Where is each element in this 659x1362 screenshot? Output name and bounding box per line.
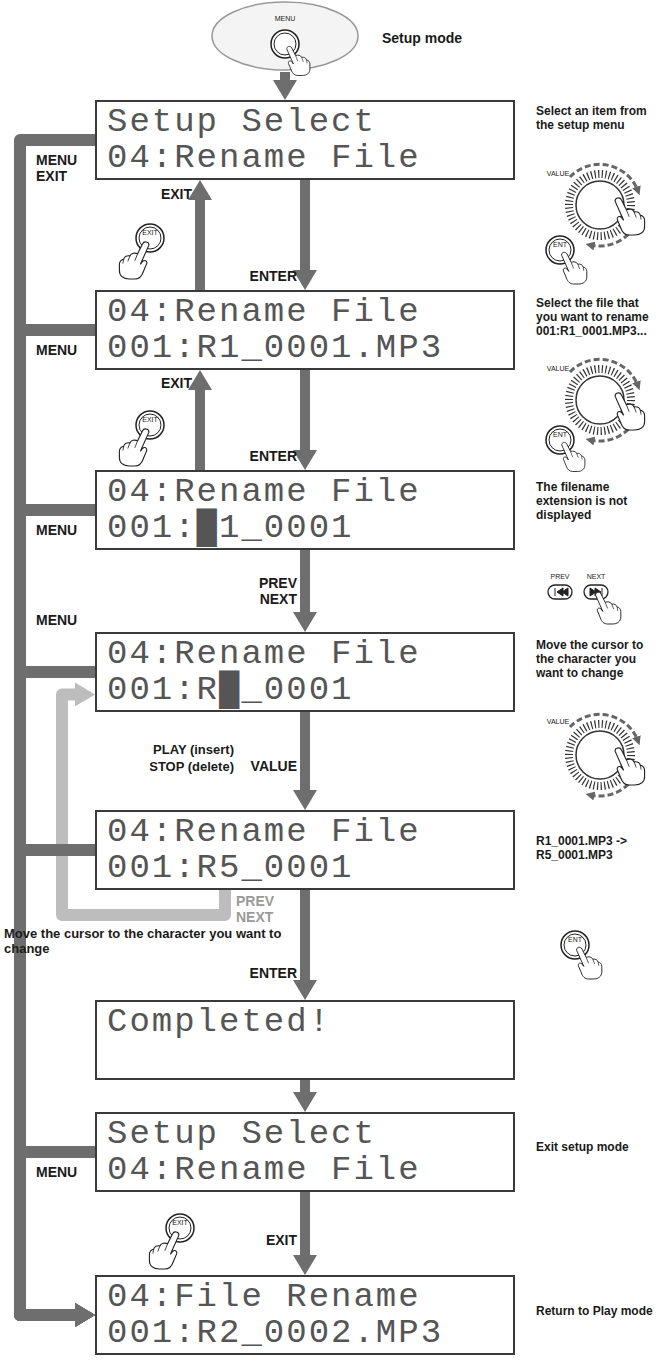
button-label: NEXT	[581, 573, 611, 581]
button-label: EXIT	[165, 1219, 195, 1227]
step-note: Move the cursor to the character you wan…	[536, 638, 658, 680]
lcd-line: 001:R5_0001	[107, 850, 503, 886]
lcd-line: 001:R█_0001	[107, 672, 503, 708]
key-note: PLAY (insert)	[108, 742, 234, 757]
lcd-screen: 04:Rename File001:R5_0001	[95, 810, 515, 890]
flow-arrow	[300, 370, 310, 450]
lcd-line: 04:Rename File	[107, 140, 503, 176]
lcd-screen: Setup Select04:Rename File	[95, 100, 515, 180]
key-note: STOP (delete)	[108, 759, 234, 774]
pointing-hand	[577, 947, 602, 979]
dial-label: VALUE	[540, 170, 576, 178]
lcd-line: 001:R1_0001.MP3	[107, 330, 503, 366]
pointing-hand	[615, 198, 644, 235]
dial-label: VALUE	[540, 365, 576, 373]
edge-label: PREV NEXT	[236, 893, 280, 925]
edge-label: MENU EXIT	[36, 152, 80, 184]
flow-arrow	[300, 890, 310, 980]
transport-button	[548, 585, 572, 599]
return-bar	[20, 330, 95, 1315]
lcd-line: 04:Rename File	[107, 814, 503, 850]
return-bar	[20, 850, 95, 1315]
pointing-hand	[615, 393, 644, 430]
step-note: Select the file that you want to rename …	[536, 296, 658, 338]
lcd-screen: 04:Rename File001:█1_0001	[95, 470, 515, 550]
flow-arrow	[300, 180, 310, 270]
prev-icon	[555, 588, 568, 596]
flow-arrow	[300, 1192, 310, 1255]
pointing-hand	[615, 748, 644, 785]
edge-label: EXIT	[240, 1232, 297, 1248]
pointing-hand	[287, 46, 310, 75]
ellipse-shape	[212, 2, 358, 70]
edge-label: ENTER	[240, 268, 297, 284]
lcd-line: 001:█1_0001	[107, 510, 503, 546]
mode-note: Setup mode	[382, 30, 542, 47]
lcd-line: 04:Rename File	[107, 294, 503, 330]
lcd-line: 04:Rename File	[107, 636, 503, 672]
lcd-screen: 04:Rename File001:R1_0001.MP3	[95, 290, 515, 370]
edge-label: EXIT	[140, 186, 192, 202]
edge-label: MENU	[36, 522, 80, 538]
edge-label: ENTER	[240, 965, 297, 981]
lcd-line: 04:File Rename	[107, 1279, 503, 1315]
lcd-screen: Completed!	[95, 1000, 515, 1080]
step-note: Move the cursor to the character you wan…	[4, 926, 304, 956]
lcd-line: 04:Rename File	[107, 474, 503, 510]
button-label: ENT	[545, 431, 575, 439]
lcd-line: Setup Select	[107, 1116, 503, 1152]
edge-label: EXIT	[140, 375, 192, 391]
step-note: Return to Play mode	[536, 1304, 658, 1318]
flow-arrow	[195, 200, 205, 290]
step-note: Exit setup mode	[536, 1140, 658, 1154]
edge-label: MENU	[36, 342, 80, 358]
lcd-line: Setup Select	[107, 104, 503, 140]
lcd-line: Completed!	[107, 1004, 503, 1040]
button-label: PREV	[545, 573, 575, 581]
flow-arrow	[280, 72, 290, 80]
pointing-hand	[119, 429, 148, 466]
lcd-line: 001:R2_0002.MP3	[107, 1315, 503, 1351]
lcd-screen: 04:Rename File001:R█_0001	[95, 632, 515, 712]
pointing-hand	[119, 242, 148, 279]
dial-label: VALUE	[540, 718, 576, 726]
flow-arrow	[300, 712, 310, 790]
edge-label: ENTER	[240, 448, 297, 464]
flow-arrow	[300, 550, 310, 612]
button-label: EXIT	[135, 416, 165, 424]
flow-arrow	[195, 390, 205, 470]
button-label: EXIT	[135, 229, 165, 237]
step-note: Select an item from the setup menu	[536, 104, 658, 132]
edge-label: PREV NEXT	[250, 575, 297, 607]
return-bar	[20, 1152, 95, 1315]
return-bar	[20, 140, 95, 1315]
button-label: ENT	[545, 241, 575, 249]
step-note: The filename extension is not displayed	[536, 480, 658, 522]
edge-label: MENU	[36, 1164, 80, 1180]
lcd-screen: 04:File Rename001:R2_0002.MP3	[95, 1275, 515, 1355]
button-label: MENU	[210, 15, 360, 23]
pointing-hand	[149, 1232, 178, 1269]
step-note: R1_0001.MP3 -> R5_0001.MP3	[536, 834, 658, 862]
lcd-screen: Setup Select04:Rename File	[95, 1112, 515, 1192]
flow-arrow	[300, 1080, 310, 1092]
pointing-hand	[562, 252, 587, 284]
return-bar	[20, 510, 95, 1315]
pointing-hand	[596, 592, 621, 624]
pointing-hand	[562, 442, 585, 471]
return-bar	[20, 672, 95, 1315]
edge-label: VALUE	[240, 758, 297, 774]
lcd-line: 04:Rename File	[107, 1152, 503, 1188]
edge-label: MENU	[36, 612, 80, 628]
button-label: ENT	[560, 936, 590, 944]
